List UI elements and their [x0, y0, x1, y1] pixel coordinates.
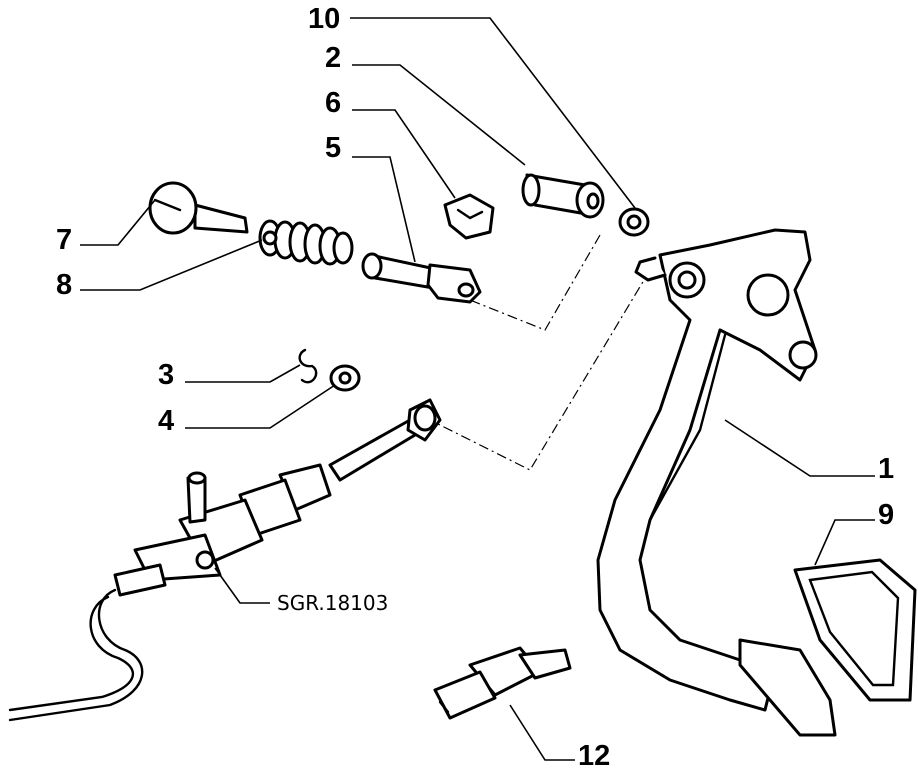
- split-pin-3: [298, 348, 318, 384]
- reference-code: SGR.18103: [277, 591, 388, 615]
- assembly-axis-lines: [429, 234, 651, 471]
- label-part-12: 12: [578, 740, 610, 768]
- label-part-2: 2: [325, 42, 341, 74]
- label-part-5: 5: [325, 132, 341, 164]
- label-part-9: 9: [878, 499, 894, 531]
- label-part-3: 3: [158, 359, 174, 391]
- sleeve-2: [521, 173, 605, 219]
- label-part-1: 1: [878, 453, 894, 485]
- washer-4: [329, 364, 361, 392]
- clutch-master-cylinder: [8, 398, 442, 722]
- pedal-switch-12: [433, 646, 572, 720]
- clip-6: [443, 193, 495, 240]
- label-part-10: 10: [308, 3, 340, 35]
- spring-8: [258, 219, 354, 266]
- label-part-7: 7: [56, 224, 72, 256]
- label-part-8: 8: [56, 269, 72, 301]
- pin-7: [148, 181, 249, 235]
- label-part-6: 6: [325, 87, 341, 119]
- label-part-4: 4: [158, 405, 174, 437]
- leader-lines: [80, 17, 875, 761]
- pedal-pad: [793, 558, 917, 702]
- pedal-arm: [596, 228, 837, 737]
- pushrod-clevis-5: [361, 252, 482, 304]
- bushing-10: [618, 207, 650, 237]
